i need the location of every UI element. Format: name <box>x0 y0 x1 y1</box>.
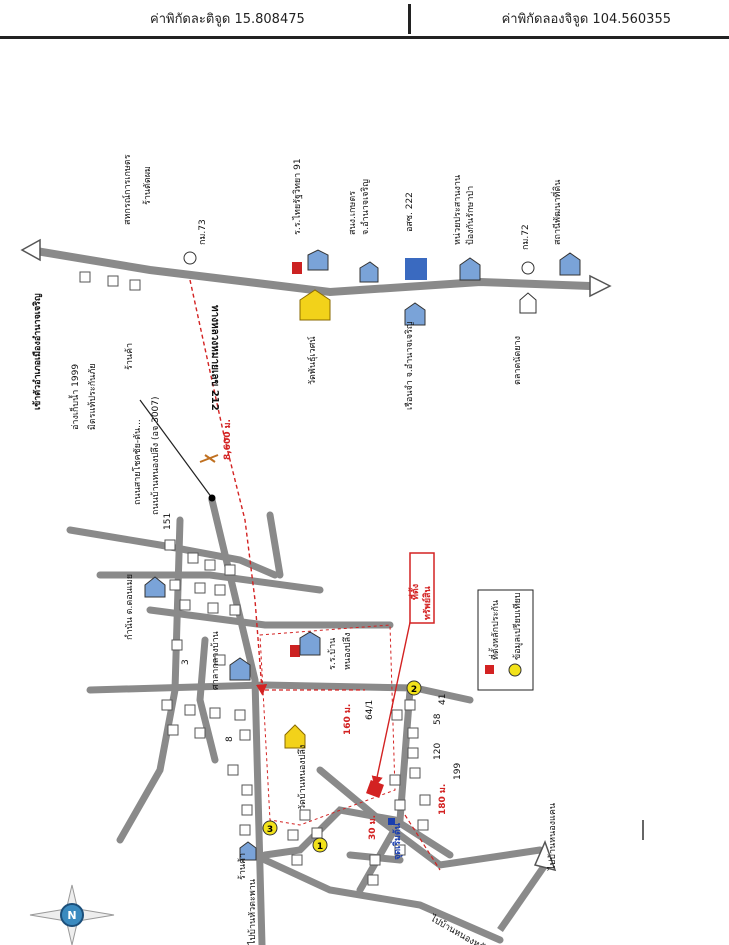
land-station-icon <box>559 252 581 276</box>
compass-icon <box>29 884 115 945</box>
property-marker <box>366 780 384 798</box>
label-chokchai-road: ถนนสายโชคชัย-ดัน... <box>132 419 143 505</box>
junction-dot <box>208 494 216 502</box>
label-school-village2: หนองปลึง <box>342 632 353 670</box>
label-marker-3: 3 <box>267 825 273 835</box>
prison-icon <box>404 302 426 326</box>
label-plot2: ทรัพย์สิน <box>421 586 433 620</box>
label-prison: เรือนจำ จ.อำนาจเจริญ <box>404 321 415 410</box>
label-plot: ที่ตั้ง <box>408 584 421 600</box>
market-hall-icon <box>229 657 251 681</box>
osk-logo-icon <box>405 258 427 280</box>
label-house-58: 58 <box>433 713 443 725</box>
village-school-flag-icon <box>290 645 300 657</box>
label-marker-1: 1 <box>317 842 323 852</box>
village-temple-icon <box>284 724 306 749</box>
distance-path <box>189 279 268 696</box>
flag-icon <box>292 262 302 274</box>
label-marker-2: 2 <box>411 685 417 695</box>
label-to-nong-khae: ไปบ้านหนองแคน <box>547 803 558 871</box>
label-to-hua-taphan: ไปบ้านหัวตะพาน <box>247 879 258 945</box>
label-house-64-1: 64/1 <box>365 700 375 720</box>
comparison-marker-2 <box>406 680 422 696</box>
village-roads <box>66 496 544 945</box>
label-house-120: 120 <box>433 743 443 760</box>
label-dist-180: 180 ม. <box>438 784 448 815</box>
label-dist-160: 160 ม. <box>343 704 353 735</box>
landmark-icons <box>144 249 581 861</box>
label-km72: กม.72 <box>521 224 531 250</box>
km73-marker-icon <box>183 251 197 265</box>
map-canvas: เข้าตัวอำเภอเมืองอำนาจเจริญ ทางหลวงหมายเ… <box>20 154 644 945</box>
property-label-box <box>409 552 435 624</box>
label-nongplueng-road: ถนนบ้านหนองปลึง (อจ.3007) <box>150 396 161 515</box>
agri-office-icon <box>359 261 379 283</box>
label-house-41: 41 <box>438 694 448 705</box>
latitude-label: ค่าพิกัดละติจูด 15.808475 <box>150 12 305 27</box>
legend-red-label: ที่ตั้งหลักประกัน <box>488 600 501 660</box>
label-dist-8600: 8,600 ม. <box>223 419 233 460</box>
blue-point-marker <box>388 818 395 825</box>
label-blue-point: จุดเริ่มต้น <box>390 822 403 860</box>
branch-line <box>139 399 213 499</box>
highway-212 <box>20 238 612 298</box>
label-market-center: ศาลากลางบ้าน <box>210 631 221 690</box>
comparison-marker-1 <box>312 837 328 853</box>
label-coop: สหกรณ์การเกษตร <box>121 154 133 225</box>
distance-180 <box>404 814 441 871</box>
headman-house-icon <box>144 576 166 598</box>
header-divider <box>408 4 411 34</box>
label-km73: กม.73 <box>198 219 208 245</box>
comparison-marker-3 <box>262 820 278 836</box>
longitude-label: ค่าพิกัดลองจิจูด 104.560355 <box>501 12 671 27</box>
header-bar: ค่าพิกัดละติจูด 15.808475 ค่าพิกัดลองจิจ… <box>0 0 729 39</box>
school-91-icon <box>307 249 329 271</box>
label-shop-dam: ร้านค้า <box>124 343 135 370</box>
label-agri-office: สนง.เกษตร <box>348 191 358 235</box>
compass-label: N <box>67 909 76 922</box>
label-house-199: 199 <box>453 763 463 780</box>
label-school-village: ร.ร.บ้าน <box>327 638 338 670</box>
south-arrow-icon <box>533 839 557 872</box>
houses <box>79 271 431 886</box>
label-road-212: ทางหลวงหมายเลข 212 <box>209 305 220 411</box>
label-forest-unit: หน่วยประสานงาน <box>453 175 463 245</box>
label-misc-shop: มิตรแท้ประกันภัย <box>87 363 98 430</box>
label-house-151: 151 <box>163 513 173 530</box>
legend-yellow-label: ข้อมูลเปรียบเทียบ <box>512 592 523 660</box>
label-to-amnat: เข้าตัวอำเภอเมืองอำนาจเจริญ <box>31 293 43 410</box>
rubber-market-icon <box>519 292 537 314</box>
label-shop-hair: ร้านตัดผม <box>142 166 153 205</box>
label-osk: อสซ. 222 <box>405 192 415 232</box>
label-1999: อ่างเก็บน้ำ 1999 <box>68 364 81 430</box>
bridge-icon <box>199 454 219 463</box>
km72-marker-icon <box>521 261 535 275</box>
east-arrow-icon <box>589 274 612 298</box>
label-shop: ร้านค้า <box>237 853 248 880</box>
legend-box <box>477 589 534 691</box>
legend-yellow-swatch <box>508 663 522 677</box>
label-land-station: สถานีพัฒนาที่ดิน <box>550 180 563 245</box>
shop-icon <box>239 841 257 861</box>
west-arrow-icon <box>20 238 41 262</box>
label-amnat-province: จ.อำนาจเจริญ <box>360 179 371 235</box>
label-num-3a: 3 <box>181 659 191 665</box>
label-temple-phra: วัดพันธุ์เวศน์ <box>306 336 318 385</box>
forest-unit-icon <box>459 257 481 281</box>
label-num-8: 8 <box>225 736 235 742</box>
label-school-91: ร.ร.ไทยรัฐวิทยา 91 <box>292 158 303 235</box>
legend-red-swatch <box>485 665 494 674</box>
village-school-icon <box>299 631 321 656</box>
label-headman: กำนัน ต.ดอนเมย <box>124 574 135 640</box>
label-temple-village: วัดบ้านหนองปลึง <box>297 745 308 810</box>
label-forest-protect: ป้องกันรักษาป่า <box>465 186 476 245</box>
temple-boundary <box>259 624 396 826</box>
temple-icon <box>299 289 331 321</box>
label-dist-30: 30 ม. <box>368 815 378 840</box>
label-rubber-market: ตลาดนัดยาง <box>513 336 523 385</box>
